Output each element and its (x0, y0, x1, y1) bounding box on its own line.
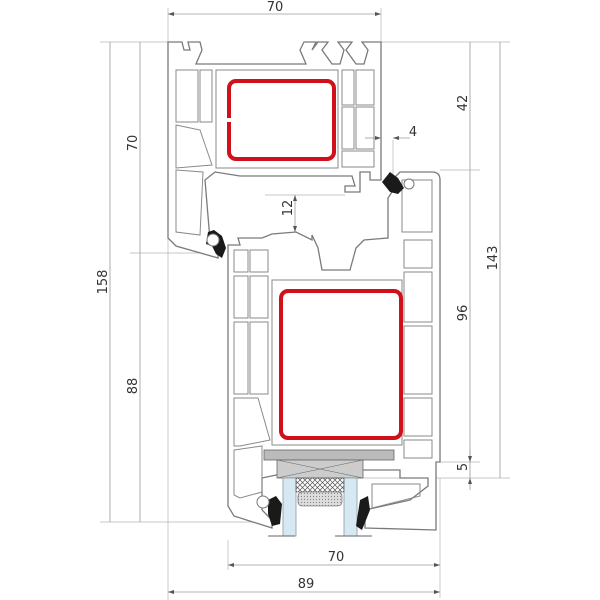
gasket-glass-outer (356, 496, 370, 530)
dim-frame-height-right: 96 (456, 305, 471, 322)
gaskets (206, 172, 415, 530)
dim-sash-height-left: 70 (126, 135, 141, 152)
gasket-frame-top (382, 172, 404, 194)
dimension-lines (109, 12, 501, 594)
dim-frame-height-left: 88 (126, 378, 141, 395)
glazing-unit (263, 449, 395, 537)
dimension-labels: 70 4 12 42 143 96 5 70 89 158 70 88 (96, 0, 501, 592)
dim-total-height-right: 143 (486, 246, 501, 271)
frame-profile (227, 171, 441, 531)
dim-overlap-gap: 12 (281, 200, 296, 217)
dim-total-height-left: 158 (96, 270, 111, 295)
dim-bottom-total-width: 89 (298, 577, 315, 592)
glass-pane-outer (343, 477, 358, 537)
dim-bottom-frame-width: 70 (328, 550, 345, 565)
extension-lines (100, 8, 510, 600)
frame-reinforcement (279, 289, 403, 440)
gasket-glass-inner (268, 496, 282, 526)
dim-small-bottom: 5 (456, 463, 471, 471)
dim-top-width: 70 (267, 0, 284, 15)
glass-pane-inner (282, 477, 297, 537)
dim-gap-right: 4 (409, 125, 417, 140)
sash-profile (167, 41, 382, 259)
dim-sash-height-right: 42 (456, 95, 471, 112)
